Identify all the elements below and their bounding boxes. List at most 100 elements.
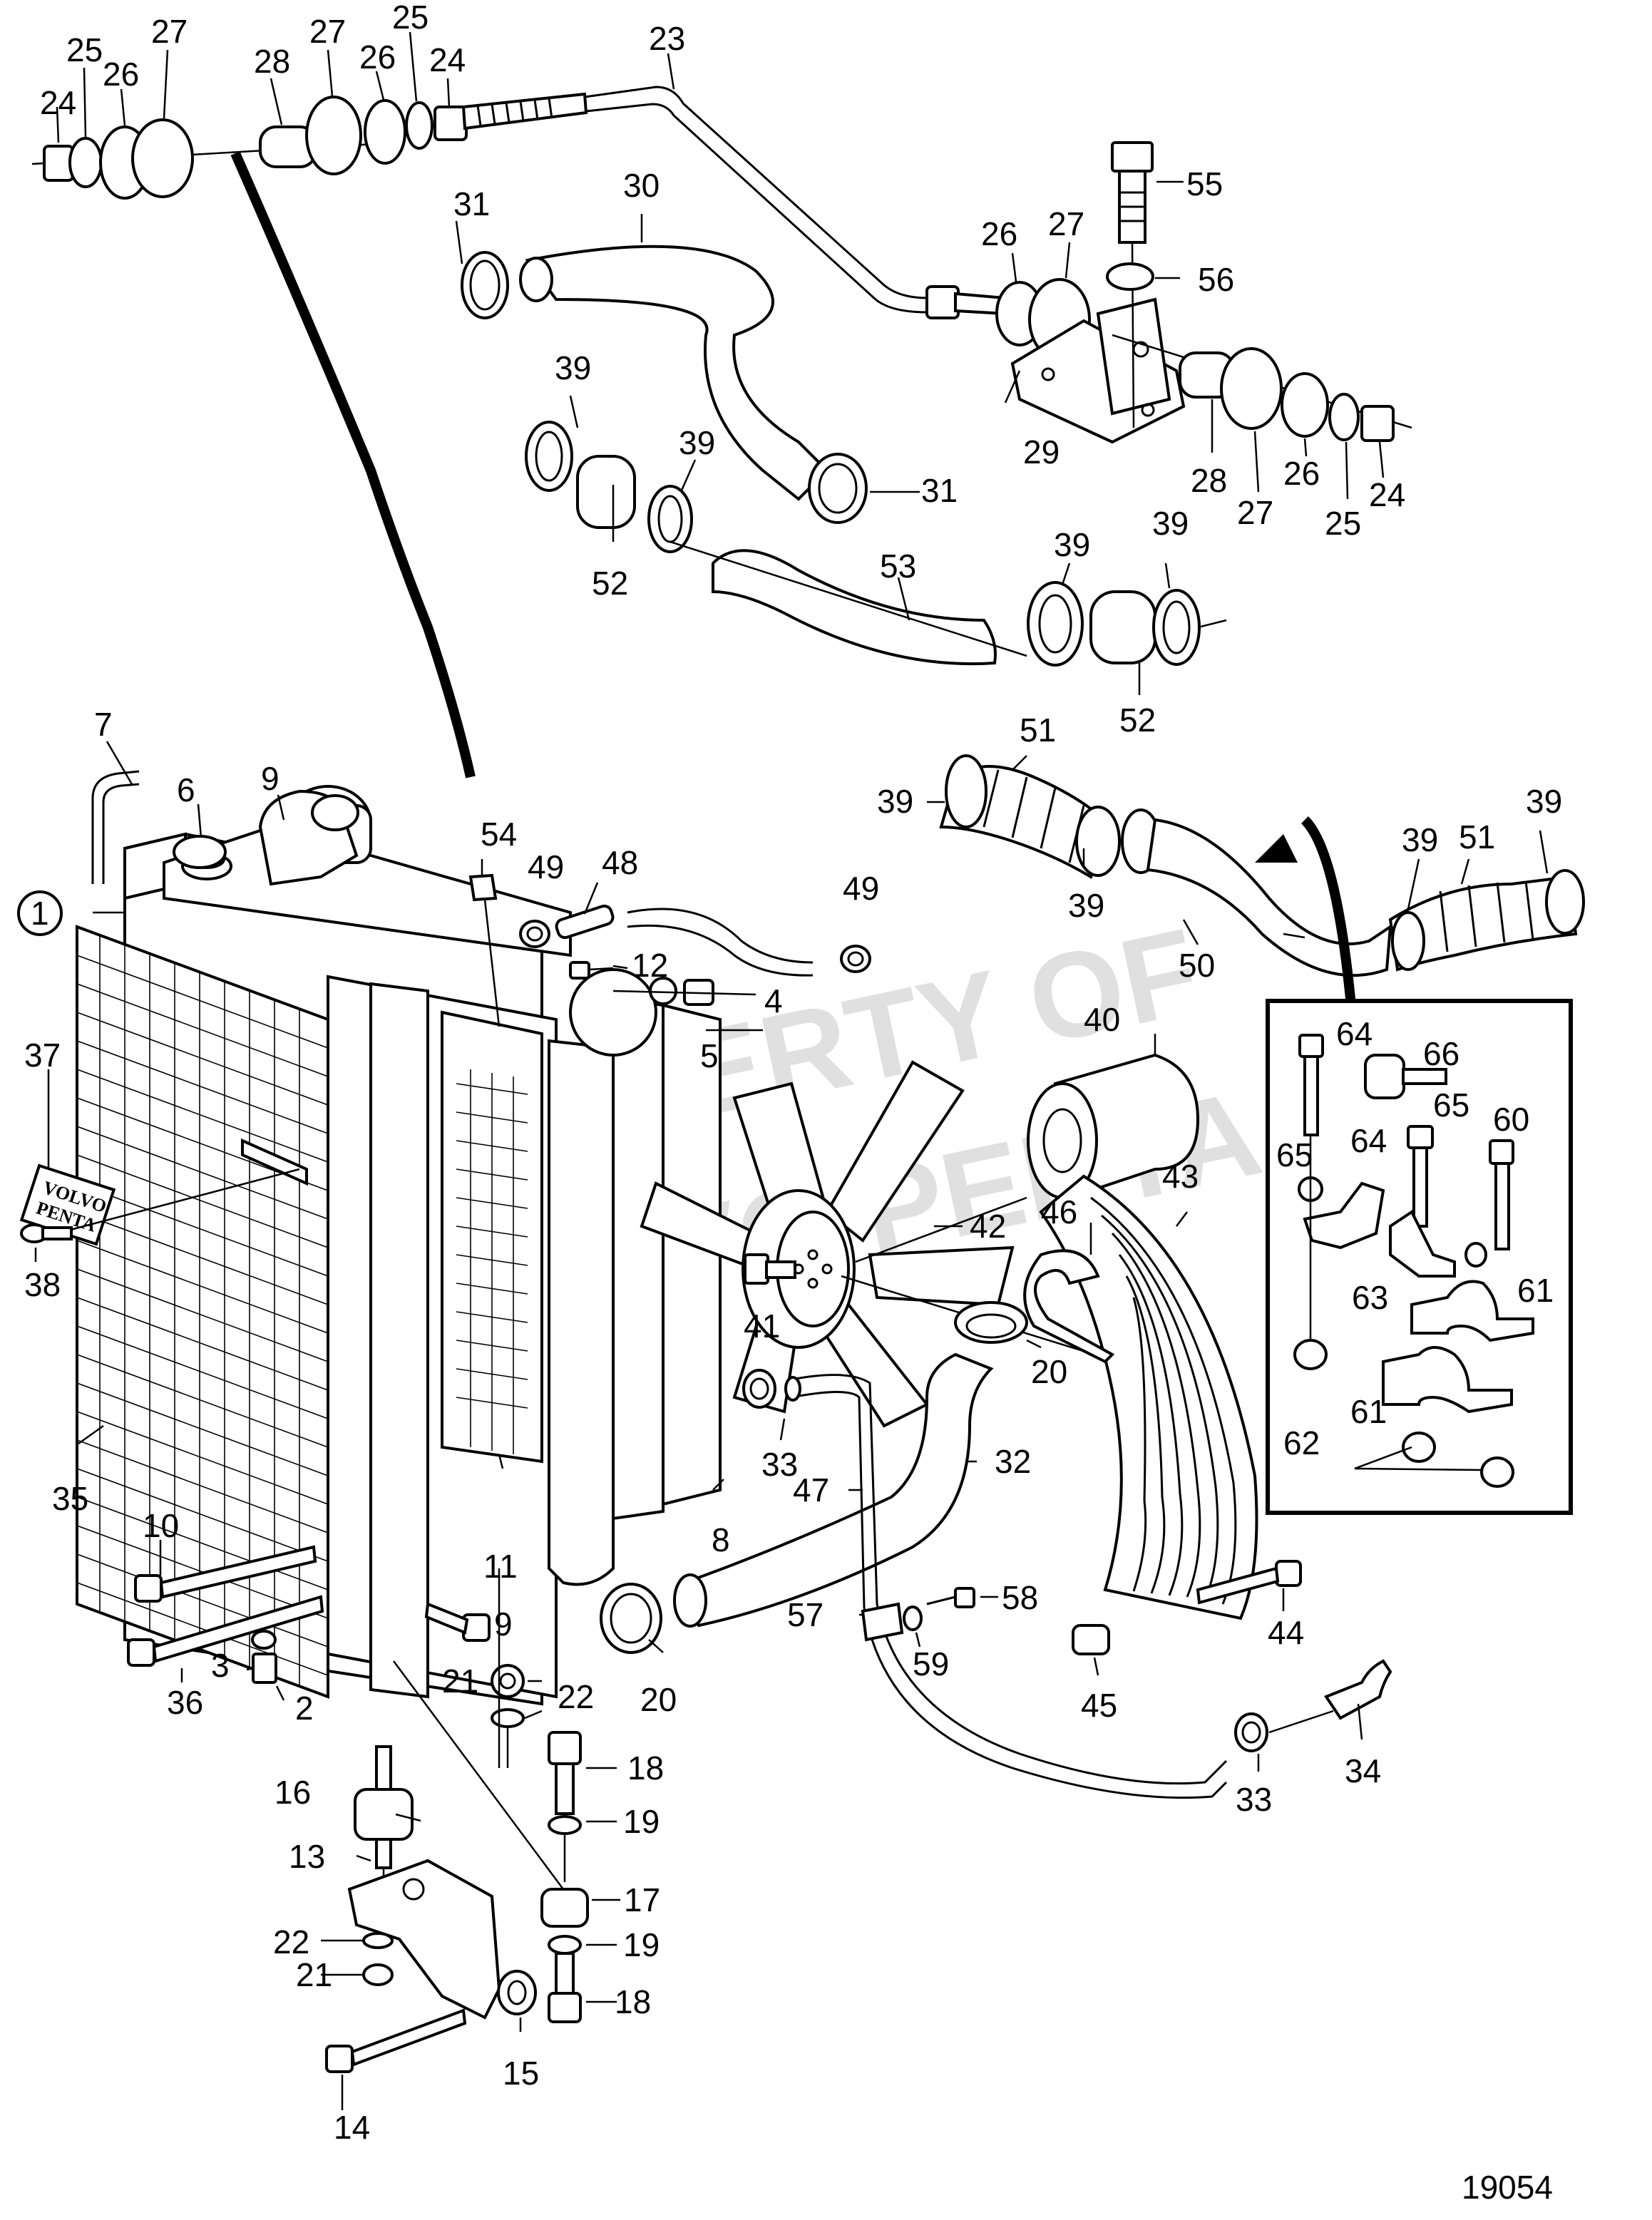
bolt-10: [134, 1545, 317, 1603]
callout-35: 35: [52, 1480, 88, 1517]
thick-leader-rod: [230, 151, 476, 778]
callout-19b: 19: [623, 1926, 660, 1963]
clamp-20-lower: [600, 1583, 662, 1654]
plug-2-3: [251, 1630, 277, 1684]
callout-64a: 64: [1336, 1015, 1373, 1052]
callout-32: 32: [995, 1443, 1031, 1480]
clamp-39-a: [525, 421, 573, 492]
overflow-pipe-7: [91, 770, 140, 884]
stay-rod-thread: [476, 98, 553, 126]
callout-14: 14: [334, 2109, 370, 2146]
hose-52-b: [1089, 590, 1156, 664]
callout-21b: 21: [296, 1956, 332, 1993]
clamp-33-left: [742, 1369, 776, 1409]
callout-39h: 39: [1526, 783, 1562, 820]
callout-58: 58: [1002, 1579, 1038, 1616]
clip-49-right: [840, 945, 871, 973]
callout-57: 57: [787, 1596, 824, 1633]
callout-11: 11: [483, 1548, 518, 1585]
callout-13: 13: [289, 1838, 325, 1875]
callout-61a: 61: [1517, 1272, 1554, 1309]
callout-42: 42: [970, 1208, 1006, 1245]
washer-22-lower: [362, 1932, 394, 1949]
callout-27d: 27: [1237, 494, 1273, 531]
spacer-40: [855, 1053, 1200, 1263]
callout-33a: 33: [761, 1446, 798, 1483]
callout-31b: 31: [921, 472, 958, 509]
callout-24c: 24: [1369, 476, 1405, 513]
callout-29: 29: [1023, 433, 1060, 471]
callout-22a: 22: [558, 1678, 594, 1715]
callout-9a: 9: [261, 760, 279, 797]
clamp-39-c: [1027, 581, 1084, 667]
callout-25c: 25: [1325, 505, 1361, 542]
callout-55: 55: [1186, 165, 1223, 202]
spacer-45: [1072, 1624, 1110, 1655]
callout-50: 50: [1179, 947, 1215, 984]
callout-39a: 39: [555, 349, 591, 386]
callout-16: 16: [275, 1774, 311, 1811]
clamp-39-d: [1152, 589, 1201, 666]
callout-1: 1: [31, 895, 49, 932]
callout-49b: 49: [843, 870, 879, 907]
callout-22b: 22: [273, 1923, 309, 1961]
inset-arrowhead: [1255, 834, 1298, 863]
hose-30: [519, 245, 829, 501]
bolt-18-lower: [548, 1952, 582, 2023]
bolt-44: [1196, 1560, 1302, 1605]
lower-hose-32: [682, 1352, 994, 1628]
bolt-11: [424, 1602, 491, 1642]
bracket-13-hole: [402, 1878, 425, 1901]
callout-1-circle: [17, 890, 63, 936]
callout-41: 41: [744, 1307, 780, 1345]
callout-20a: 20: [1031, 1353, 1067, 1390]
nut-21-upper: [491, 1664, 525, 1698]
clamp-61-upper: [1410, 1280, 1534, 1342]
callout-leaders: [34, 31, 1549, 2110]
stay-rod-assembly: [31, 86, 1091, 361]
nut-62-left: [1293, 1339, 1328, 1370]
callout-47: 47: [793, 1471, 829, 1509]
callout-52b: 52: [1119, 702, 1156, 739]
callout-24b: 24: [429, 41, 466, 78]
callout-59: 59: [913, 1645, 949, 1682]
callout-52a: 52: [592, 565, 628, 602]
callout-39d: 39: [1152, 505, 1189, 542]
callout-34: 34: [1345, 1752, 1381, 1789]
callout-43: 43: [1162, 1158, 1199, 1195]
callout-60: 60: [1493, 1101, 1529, 1138]
lower-hose-32-end: [673, 1573, 707, 1628]
callout-31a: 31: [453, 185, 490, 222]
bolt-64-right: [1407, 1125, 1434, 1228]
callout-28a: 28: [254, 43, 290, 80]
bolt-14: [325, 2008, 467, 2073]
screw-38: [20, 1223, 73, 1243]
fan-guard-43: [1039, 1174, 1258, 1620]
callout-7: 7: [94, 706, 113, 743]
callout-63: 63: [1352, 1279, 1388, 1316]
callout-51a: 51: [1020, 711, 1056, 749]
callout-30: 30: [623, 167, 660, 204]
callout-54: 54: [481, 816, 517, 853]
callout-27c: 27: [1048, 205, 1084, 242]
diagram-id: 19054: [1462, 2169, 1553, 2206]
hose-53: [712, 549, 997, 666]
washer-59: [903, 1605, 923, 1631]
hose-52-a: [576, 455, 636, 529]
callout-2: 2: [295, 1690, 314, 1727]
clamp-33-right: [1234, 1712, 1268, 1752]
callout-6: 6: [177, 771, 195, 808]
callout-61b: 61: [1350, 1393, 1387, 1430]
callout-25a: 25: [66, 31, 103, 68]
callout-26b: 26: [359, 38, 396, 76]
clamp-39-b: [647, 485, 693, 553]
hose-50: [1146, 818, 1392, 977]
callout-45: 45: [1081, 1687, 1117, 1724]
callout-36: 36: [167, 1684, 203, 1721]
washer-65-right: [1464, 1242, 1487, 1268]
bracket-63-right: [1389, 1210, 1456, 1278]
screw-12: [569, 961, 614, 980]
callout-3: 3: [211, 1647, 230, 1684]
fan-42: [640, 1060, 1015, 1428]
